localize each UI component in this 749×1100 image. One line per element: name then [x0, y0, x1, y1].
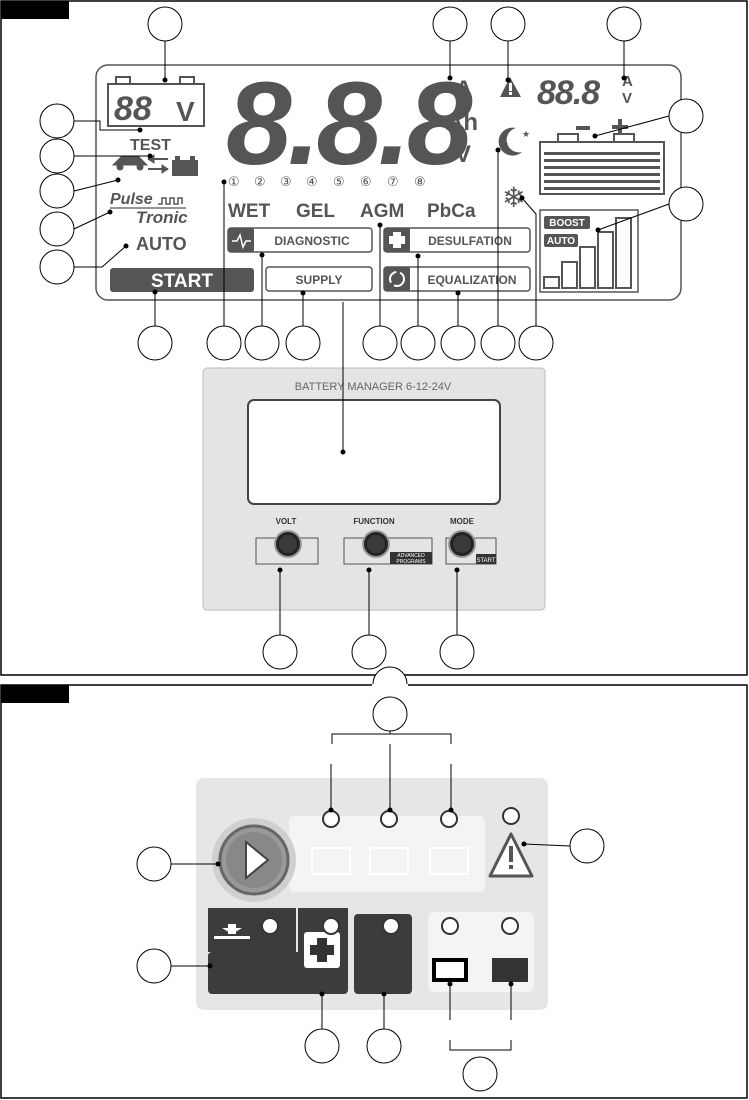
start-label: START — [151, 271, 213, 292]
step-number: ③ — [280, 175, 292, 190]
charge-battery-icon — [539, 119, 665, 195]
figure-2-tab — [1, 685, 69, 703]
auto-bar-label: AUTO — [547, 236, 575, 247]
auto-label: AUTO — [136, 234, 187, 254]
charge-bar — [579, 246, 596, 289]
function-key[interactable] — [354, 914, 412, 994]
callout-circles-2 — [136, 666, 605, 1092]
diagnostic-label: DIAGNOSTIC — [274, 234, 350, 248]
figure-1-tab — [1, 1, 69, 19]
cycle-icon — [389, 271, 405, 287]
warning-icon — [500, 77, 521, 97]
supply-indicator: SUPPLY — [265, 266, 373, 292]
charge-bar — [561, 261, 578, 289]
mode-label: MODE — [450, 517, 475, 526]
secondary-unit-amp: A — [622, 73, 633, 90]
step-number: ⑦ — [387, 175, 399, 190]
output-leds — [441, 917, 519, 935]
function-label: FUNCTION — [353, 517, 395, 526]
step-number: ⑥ — [360, 175, 372, 190]
snowflake-icon: ❄ — [502, 182, 525, 213]
callout-circle — [372, 696, 408, 732]
function-button[interactable]: ADVANCED PROGRAMS — [343, 530, 433, 565]
step-number: ① — [228, 175, 240, 190]
tronic-label: Tronic — [136, 208, 188, 227]
secondary-digits: 88.8 — [537, 74, 600, 112]
main-digits: 8.8.8 — [226, 58, 477, 190]
test-label: TEST — [130, 137, 171, 154]
device-title: BATTERY MANAGER 6-12-24V — [295, 381, 452, 393]
callout-dots-2 — [207, 807, 527, 997]
unit-amp-hour: Ah — [446, 109, 478, 136]
battery-full-icon — [492, 958, 528, 982]
charge-bar — [597, 231, 614, 289]
svg-text:8.8.8: 8.8.8 — [226, 58, 473, 190]
volt-button[interactable] — [255, 530, 319, 565]
start-small-label: START — [476, 558, 495, 564]
advanced-label: ADVANCED — [397, 553, 425, 559]
unit-amp: A — [455, 76, 472, 103]
battery-size-icons — [311, 847, 469, 875]
svg-text:88: 88 — [114, 90, 152, 128]
mode-key[interactable] — [208, 908, 296, 952]
pulse-label: Pulse — [110, 191, 153, 208]
pulse-wave-icon — [158, 197, 183, 205]
secondary-unit-volt: V — [622, 90, 632, 107]
car-to-battery-icon — [111, 154, 198, 176]
equalization-label: EQUALIZATION — [427, 273, 516, 287]
step-number: ⑤ — [333, 175, 345, 190]
callout-lines-2 — [170, 700, 571, 1051]
step-number: ④ — [306, 175, 318, 190]
desulfation-label: DESULFATION — [428, 234, 512, 248]
fault-warning-icon — [488, 832, 534, 878]
charge-bar — [543, 276, 560, 289]
volt-label: VOLT — [276, 517, 297, 526]
charge-bar — [615, 217, 632, 289]
svg-text:★: ★ — [500, 140, 509, 151]
battery-type-wet: WET — [228, 201, 271, 222]
mode-button[interactable]: START — [445, 530, 497, 565]
equalization-indicator: EQUALIZATION — [383, 266, 531, 292]
supply-label: SUPPLY — [296, 273, 343, 287]
unit-volt: V — [455, 141, 471, 168]
step-number: ⑧ — [414, 175, 426, 190]
battery-voltage-indicator: 88 V — [107, 76, 205, 128]
device-screen — [247, 399, 501, 505]
step-number: ② — [254, 175, 266, 190]
start-indicator — [110, 268, 254, 292]
charge-level-graph: BOOST AUTO — [539, 209, 639, 293]
battery-type-agm: AGM — [360, 201, 404, 222]
boost-label: BOOST — [549, 218, 585, 229]
desulfation-indicator: DESULFATION — [383, 227, 531, 253]
callout-lines — [73, 41, 670, 636]
step-numbers: ① ② ③ ④ ⑤ ⑥ ⑦ ⑧ — [228, 175, 426, 190]
callout-dots — [107, 75, 627, 573]
start-button[interactable] — [212, 818, 296, 902]
small-volts-unit: V — [176, 96, 195, 127]
moon-icon: ★ ★ — [498, 127, 530, 156]
battery-type-pbca: PbCa — [427, 201, 476, 222]
callout-circles — [39, 6, 704, 670]
battery-type-gel: GEL — [296, 201, 335, 222]
pulse-line-icon — [232, 232, 251, 250]
diagnostic-indicator: DIAGNOSTIC — [227, 227, 373, 253]
svg-text:★: ★ — [522, 129, 530, 139]
figure-1-frame — [0, 0, 748, 676]
key-leds — [261, 917, 400, 935]
programs-label: PROGRAMS — [396, 559, 426, 565]
play-icon — [245, 839, 270, 881]
download-icon — [214, 936, 250, 939]
